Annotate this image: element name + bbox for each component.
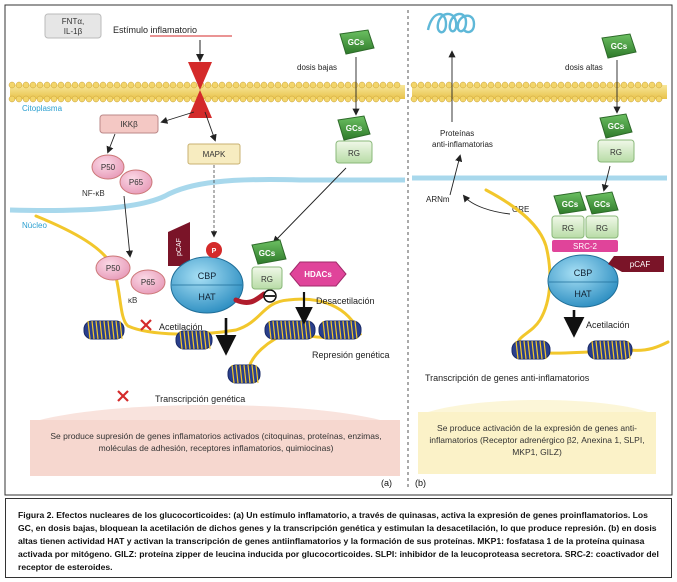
mapk-box	[187, 143, 241, 165]
cytoplasm-label: Citoplasma	[22, 104, 63, 113]
svg-text:P: P	[212, 248, 217, 255]
nucleus-label: Núcleo	[22, 221, 47, 230]
gc-rg-cytoplasm-b: GCs RG	[597, 113, 635, 163]
p65-nucleus	[130, 269, 166, 295]
low-dose-label: dosis bajas	[297, 63, 337, 72]
svg-text:GCs: GCs	[259, 249, 276, 258]
p65-cytoplasm	[119, 169, 153, 195]
nucleosome	[175, 330, 213, 350]
transcription-label-b: Transcripción de genes anti-inflamatorio…	[425, 373, 590, 383]
svg-text:RG: RG	[261, 275, 273, 284]
acetylation-x-icon	[140, 319, 152, 331]
ikkb-box	[99, 114, 159, 134]
nuclear-envelope-a	[9, 177, 405, 213]
svg-text:RG: RG	[596, 224, 608, 233]
kb-label: κB	[128, 296, 137, 305]
gc-rg-nucleus-a: GCs RG	[251, 239, 287, 290]
hdacs-hexagon	[289, 261, 347, 287]
p65-label: P65	[129, 178, 144, 187]
gre-label: GRE	[512, 205, 529, 214]
nucleosome	[83, 320, 125, 340]
phosphate-p	[206, 242, 222, 258]
nucleosome	[587, 340, 633, 360]
receptor-top	[188, 62, 212, 90]
svg-text:P50: P50	[106, 264, 121, 273]
svg-text:CBP: CBP	[198, 271, 217, 281]
svg-text:CBP: CBP	[574, 268, 593, 278]
acetylation-label-b: Acetilación	[586, 320, 630, 330]
svg-text:RG: RG	[348, 149, 360, 158]
note-text-b: Se produce activación de la expresión de…	[429, 423, 645, 457]
high-dose-label: dosis altas	[565, 63, 603, 72]
gc-rg-cytoplasm-a: GCs RG	[335, 115, 373, 164]
nucleosome	[227, 364, 261, 384]
svg-text:GCs: GCs	[611, 42, 628, 51]
pcaf-b	[608, 256, 664, 272]
inhibition-hook	[233, 291, 267, 305]
gc-molecule-b-top: GCs	[601, 33, 637, 59]
stimulus-box-line2: IL-1β	[64, 27, 83, 36]
svg-text:HDACs: HDACs	[304, 270, 332, 279]
panel-a-tag: (a)	[381, 478, 392, 488]
svg-text:SRC-2: SRC-2	[573, 242, 598, 251]
proteins-line1: Proteínas	[440, 129, 474, 138]
mrna-label: ARNm	[426, 195, 450, 204]
stimulus-label: Estímulo inflamatorio	[113, 25, 197, 35]
nucleosome	[511, 340, 551, 360]
cbp-hat-b	[547, 254, 619, 308]
gc-rg-dimer: GCs GCs RG RG	[551, 191, 619, 239]
stimulus-box	[44, 13, 102, 39]
src2-bar	[552, 240, 618, 252]
nfkb-label: NF-κB	[82, 189, 105, 198]
p50-cytoplasm	[91, 154, 125, 180]
svg-text:GCs: GCs	[562, 200, 579, 209]
note-bubble-a	[30, 420, 400, 476]
svg-text:RG: RG	[610, 148, 622, 157]
gc-molecule-a-top: GCs	[339, 29, 375, 55]
svg-text:RG: RG	[562, 224, 574, 233]
svg-text:HAT: HAT	[574, 289, 592, 299]
svg-text:GCs: GCs	[594, 200, 611, 209]
repression-label: Represión genética	[312, 350, 390, 360]
deacetylation-label: Desacetilación	[316, 296, 375, 306]
svg-text:pCAF: pCAF	[176, 238, 183, 256]
stimulus-box-line1: FNTα,	[62, 17, 84, 26]
mapk-label: MAPK	[203, 150, 226, 159]
svg-text:HAT: HAT	[198, 292, 216, 302]
nucleosome	[264, 320, 316, 340]
protein-squiggle	[426, 12, 476, 34]
proteins-line2: anti-inflamatorias	[432, 140, 493, 149]
note-bubble-b	[418, 412, 656, 474]
transcription-x-icon	[117, 390, 129, 402]
svg-text:GCs: GCs	[348, 38, 365, 47]
acetylation-label-a: Acetilación	[159, 322, 203, 332]
nucleosome	[318, 320, 362, 340]
svg-text:P65: P65	[141, 278, 156, 287]
note-text-a: Se produce supresión de genes inflamator…	[50, 431, 382, 453]
panel-b-tag: (b)	[415, 478, 426, 488]
transcription-label-a: Transcripción genética	[155, 394, 245, 404]
pcaf-a	[168, 222, 190, 266]
p50-label: P50	[101, 163, 116, 172]
svg-text:pCAF: pCAF	[630, 260, 651, 269]
receptor-bottom	[188, 90, 212, 118]
cell-membrane-a	[8, 81, 405, 103]
p50-nucleus	[95, 255, 131, 281]
svg-text:GCs: GCs	[346, 124, 363, 133]
cell-membrane-b	[410, 81, 667, 103]
ikkb-label: IKKβ	[120, 120, 138, 129]
figure-caption: Figura 2. Efectos nucleares de los gluco…	[5, 498, 672, 578]
svg-text:GCs: GCs	[608, 122, 625, 131]
